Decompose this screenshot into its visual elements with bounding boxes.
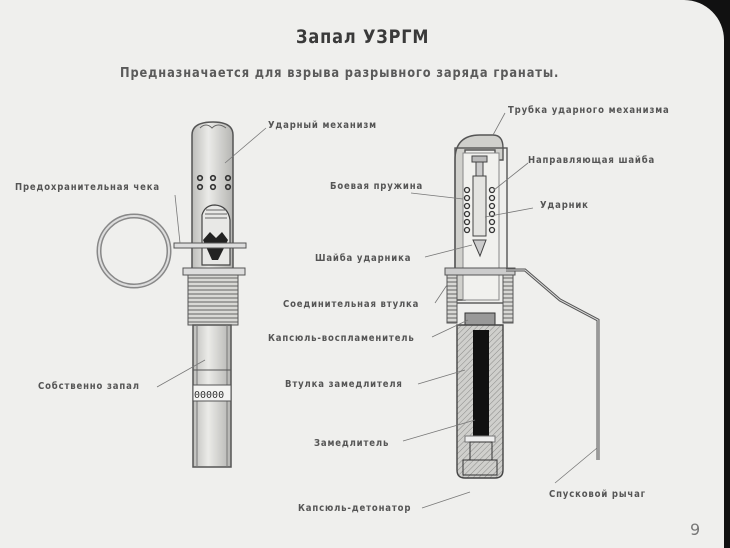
release-lever-shape <box>506 268 600 460</box>
label-striker: Ударник <box>540 200 589 211</box>
slide-title: Запал УЗРГМ <box>296 26 430 48</box>
label-primer-igniter: Капсюль-воспламенитель <box>268 333 415 344</box>
label-delay: Замедлитель <box>314 438 390 449</box>
label-guide-washer: Направляющая шайба <box>528 155 656 166</box>
label-release-lever: Спусковой рычаг <box>549 489 646 500</box>
label-connecting-sleeve: Соединительная втулка <box>283 299 420 310</box>
leader-lines <box>156 112 598 509</box>
page-number: 9 <box>690 520 701 539</box>
sectional-fuse-view <box>444 134 600 479</box>
fuse-thread <box>187 274 239 326</box>
external-fuse-view: 00000 <box>96 121 247 468</box>
label-safety-pin: Предохранительная чека <box>15 182 160 193</box>
label-striker-tube: Трубка ударного механизма <box>508 105 670 116</box>
striker-shape <box>472 175 487 237</box>
label-fuse-body: Собственно запал <box>38 381 140 392</box>
band-marking: 00000 <box>194 390 224 401</box>
label-striker-washer: Шайба ударника <box>315 253 412 264</box>
vent-holes <box>196 174 232 191</box>
delay-column <box>473 330 489 436</box>
safety-pin-shape <box>173 242 247 249</box>
label-mainspring: Боевая пружина <box>330 181 424 192</box>
mainspring-coils <box>463 186 496 234</box>
label-detonator-cap: Капсюль-детонатор <box>298 503 412 514</box>
label-striker-mechanism: Ударный механизм <box>268 120 377 131</box>
label-delay-sleeve: Втулка замедлителя <box>285 379 403 390</box>
slide-subtitle: Предназначается для взрыва разрывного за… <box>120 66 560 81</box>
